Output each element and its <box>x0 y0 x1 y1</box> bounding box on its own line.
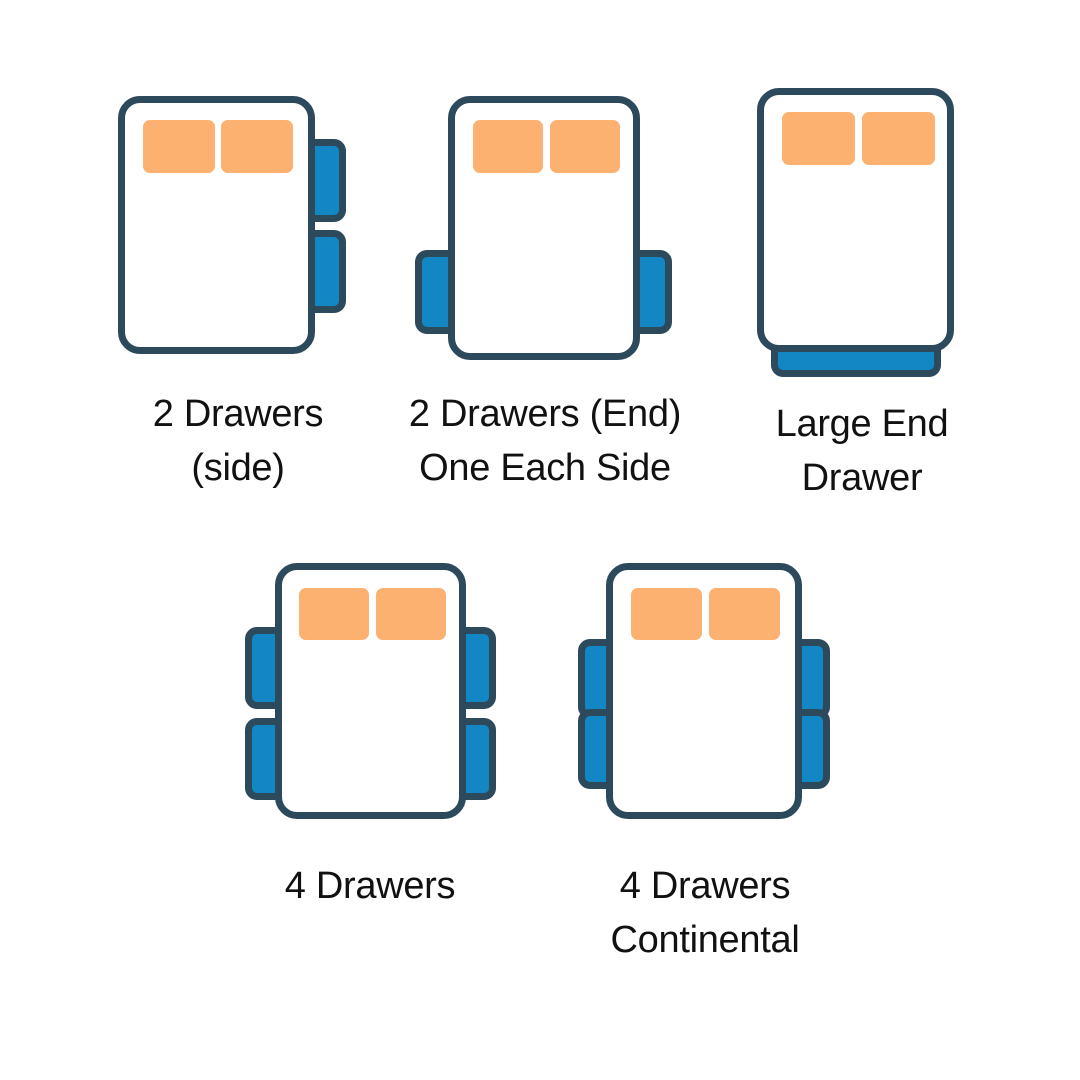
mattress <box>448 96 640 360</box>
bed-option-four-drawers-continental[interactable] <box>578 563 833 823</box>
mattress <box>118 96 315 354</box>
pillow-right <box>550 120 620 173</box>
mattress <box>606 563 802 819</box>
mattress <box>757 88 954 352</box>
pillow-left <box>143 120 215 173</box>
bed-icon <box>757 88 962 378</box>
pillow-right <box>709 588 780 640</box>
bed-option-large-end-drawer[interactable] <box>757 88 962 378</box>
pillow-left <box>299 588 369 640</box>
pillow-right <box>221 120 293 173</box>
bed-option-two-drawers-end[interactable] <box>415 96 675 366</box>
caption-large-end-drawer: Large End Drawer <box>775 403 949 499</box>
pillow-right <box>376 588 446 640</box>
caption-four-drawers-continental: 4 Drawers Continental <box>610 865 800 961</box>
bed-icon <box>118 96 358 366</box>
pillow-left <box>473 120 543 173</box>
pillow-left <box>631 588 702 640</box>
caption-two-drawers-side: 2 Drawers (side) <box>152 393 324 489</box>
mattress <box>275 563 466 819</box>
bed-option-two-drawers-side[interactable] <box>118 96 358 366</box>
bed-icon <box>578 563 833 823</box>
caption-two-drawers-end: 2 Drawers (End) One Each Side <box>408 393 682 489</box>
bed-option-four-drawers[interactable] <box>245 563 500 823</box>
pillow-left <box>782 112 855 165</box>
pillow-right <box>862 112 935 165</box>
bed-icon <box>415 96 675 366</box>
bed-icon <box>245 563 500 823</box>
caption-four-drawers: 4 Drawers <box>284 865 456 907</box>
